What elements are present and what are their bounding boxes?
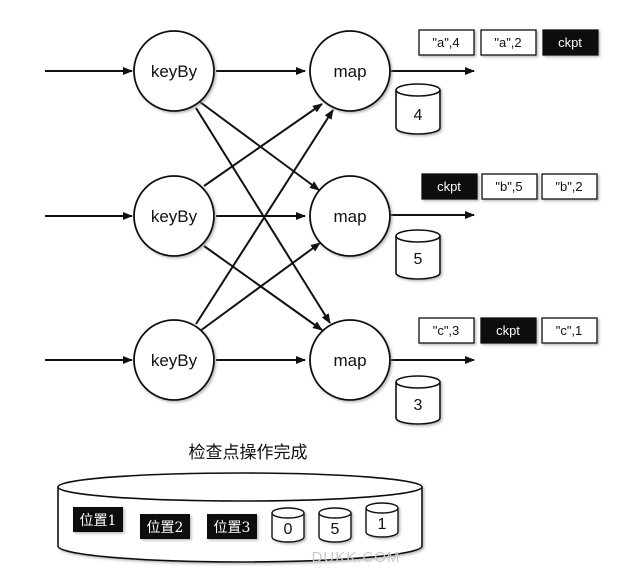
record-box-1-1 (418, 29, 475, 56)
position-label-3: 位置3 (214, 520, 251, 536)
record-box-2-3 (541, 173, 598, 200)
watermark-text: DUKK.COM (312, 549, 401, 566)
value-label-2: 5 (331, 521, 340, 538)
state-value-2: 5 (414, 251, 423, 268)
value-cylinder-2 (318, 507, 352, 543)
value-cylinder-3 (365, 502, 399, 538)
record-box-3-3 (541, 317, 598, 344)
record-label-2-2: "b",5 (495, 179, 522, 194)
record-label-1-3: ckpt (558, 35, 582, 50)
position-block-3 (207, 514, 257, 539)
caption-text: 检查点操作完成 (189, 443, 308, 463)
keyby-node-2 (133, 175, 215, 257)
state-value-1: 4 (414, 107, 423, 124)
position-block-1 (73, 507, 123, 532)
record-box-2-2 (481, 173, 538, 200)
value-label-1: 0 (284, 521, 293, 538)
record-label-2-3: "b",2 (555, 179, 582, 194)
map-label-1: map (333, 62, 366, 81)
record-label-1-1: "a",4 (432, 35, 459, 50)
map-label-3: map (333, 351, 366, 370)
keyby-label-2: keyBy (151, 207, 198, 226)
position-label-2: 位置2 (147, 520, 184, 536)
record-label-3-1: "c",3 (433, 323, 460, 338)
keyby-label-1: keyBy (151, 62, 198, 81)
state-value-3: 3 (414, 397, 423, 414)
checkpoint-barrier-1 (542, 29, 599, 56)
state-cylinder-2 (395, 229, 441, 280)
map-label-2: map (333, 207, 366, 226)
map-node-2 (309, 175, 391, 257)
checkpoint-barrier-2 (421, 173, 478, 200)
state-cylinder-1 (395, 83, 441, 135)
record-label-1-2: "a",2 (494, 35, 521, 50)
record-box-3-1 (418, 317, 475, 344)
map-node-3 (309, 319, 391, 401)
position-label-1: 位置1 (80, 513, 117, 529)
keyby-node-3 (133, 319, 215, 401)
record-label-2-1: ckpt (437, 179, 461, 194)
record-label-3-3: "c",1 (556, 323, 583, 338)
value-label-3: 1 (378, 516, 387, 533)
record-label-3-2: ckpt (496, 323, 520, 338)
position-block-2 (140, 514, 190, 539)
value-cylinder-1 (271, 507, 305, 543)
keyby-node-1 (133, 30, 215, 112)
record-box-1-2 (480, 29, 537, 56)
map-node-1 (309, 30, 391, 112)
checkpoint-barrier-3 (480, 317, 537, 344)
state-cylinder-3 (395, 375, 441, 425)
keyby-label-3: keyBy (151, 351, 198, 370)
shuffle-edges (195, 67, 334, 364)
